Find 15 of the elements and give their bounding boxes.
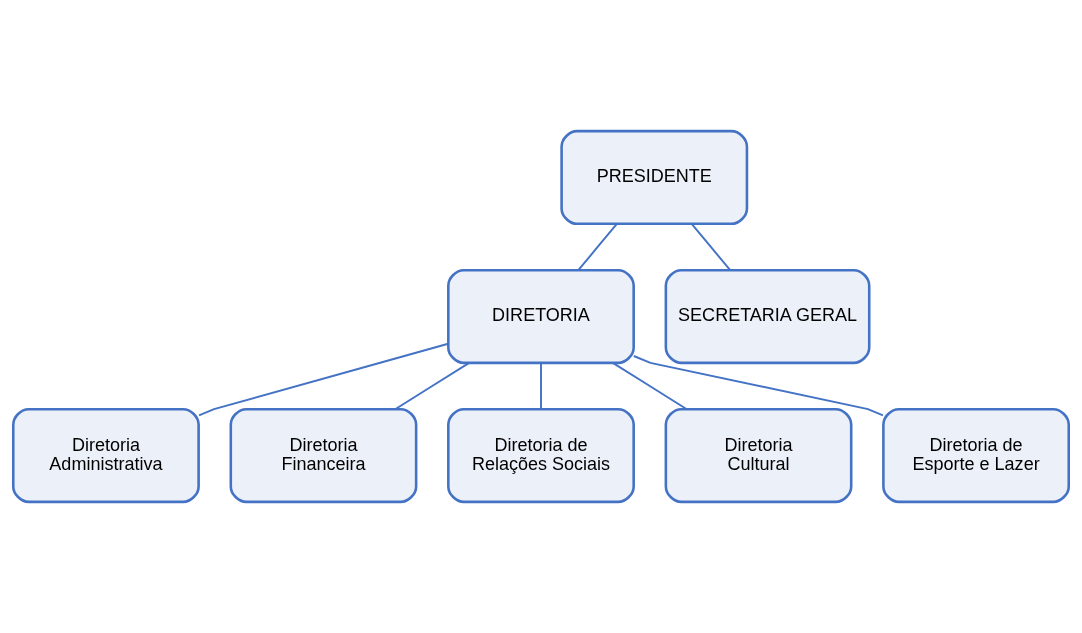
node-box: Diretoria Cultural bbox=[664, 407, 853, 504]
connector bbox=[198, 342, 450, 417]
connector bbox=[540, 361, 542, 410]
node-box: Diretoria de Relações Sociais bbox=[447, 407, 635, 504]
connector bbox=[577, 222, 618, 271]
node-box: PRESIDENTE bbox=[560, 129, 749, 226]
node-box: Diretoria Financeira bbox=[229, 407, 418, 504]
connector bbox=[394, 361, 471, 410]
connector bbox=[690, 222, 731, 271]
node-box: DIRETORIA bbox=[447, 268, 635, 365]
node-box: Diretoria Administrativa bbox=[11, 407, 200, 504]
connector bbox=[611, 361, 688, 410]
node-box: Diretoria de Esporte e Lazer bbox=[882, 407, 1071, 504]
connector bbox=[632, 355, 884, 417]
node-box: SECRETARIA GERAL bbox=[664, 268, 871, 365]
